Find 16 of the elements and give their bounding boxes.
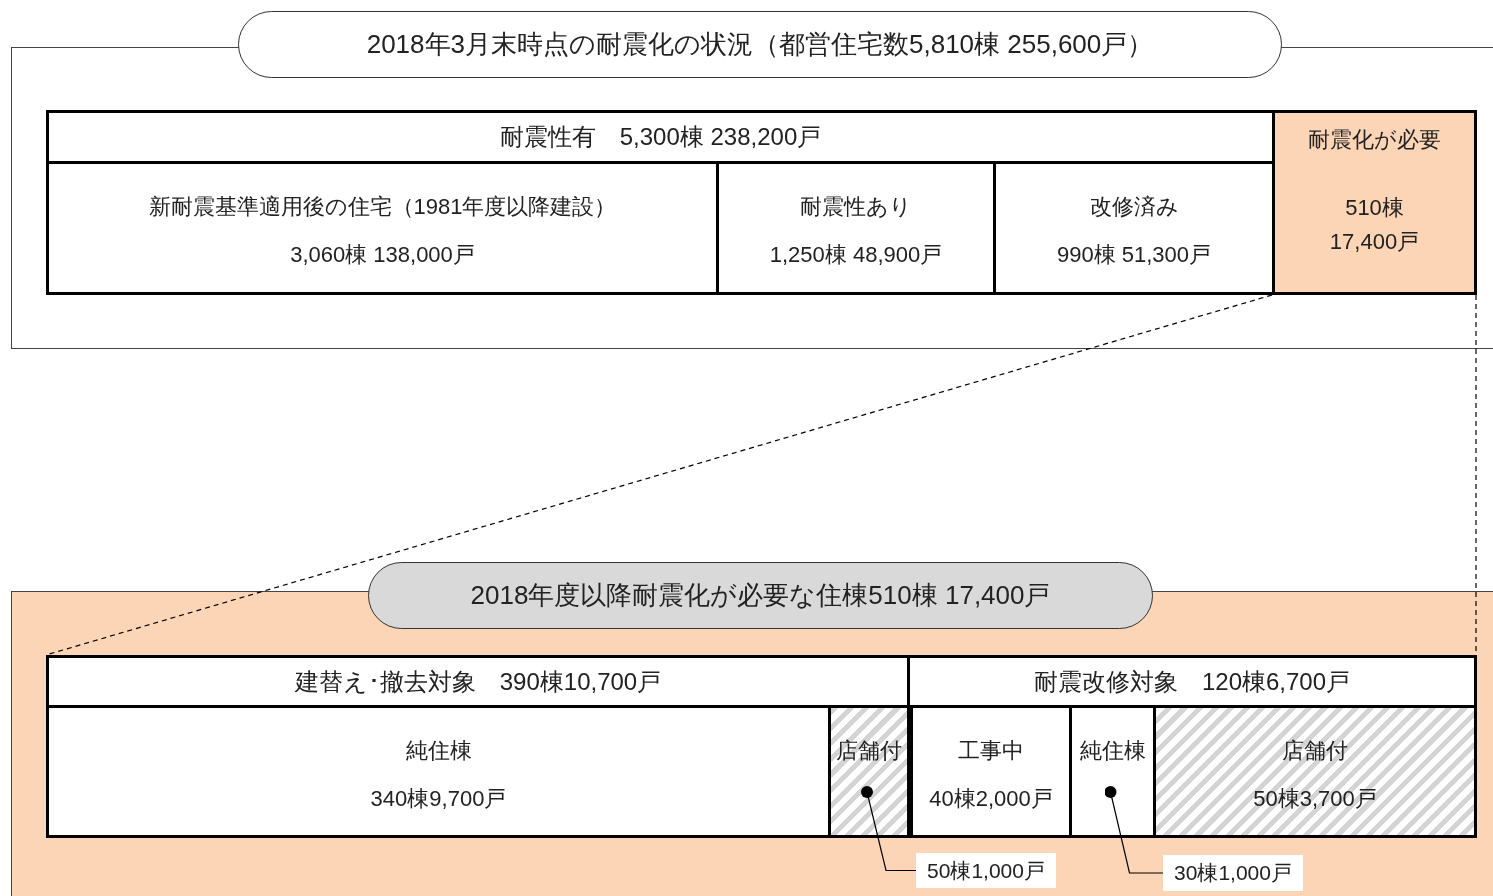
table-cell: 店舗付 [828,705,910,838]
table-cell: 店舗付 50棟3,700戸 [1153,705,1477,838]
table-cell: 新耐震基準適用後の住宅（1981年度以降建設） 3,060棟 138,000戸 [46,161,719,295]
leader-line [861,786,917,872]
header-cell: 耐震改修対象 120棟6,700戸 [907,655,1477,708]
header-cell: 建替え･撤去対象 390棟10,700戸 [46,655,910,708]
title-pill: 2018年3月末時点の耐震化の状況（都営住宅数5,810棟 255,600戸） [238,11,1282,78]
table-cell: 工事中 40棟2,000戸 [910,705,1072,838]
table-cell: 耐震化が必要 510棟 17,400戸 [1272,110,1477,295]
callout-label: 50棟1,000戸 [916,853,1056,888]
callout-label: 30棟1,000戸 [1163,855,1303,891]
table-cell: 純住棟 340棟9,700戸 [46,705,831,838]
table-cell: 純住棟 [1069,705,1156,838]
header-cell: 耐震性有 5,300棟 238,200戸 [46,110,1275,164]
title-pill: 2018年度以降耐震化が必要な住棟510棟 17,400戸 [368,562,1153,629]
leader-line [1104,786,1164,874]
